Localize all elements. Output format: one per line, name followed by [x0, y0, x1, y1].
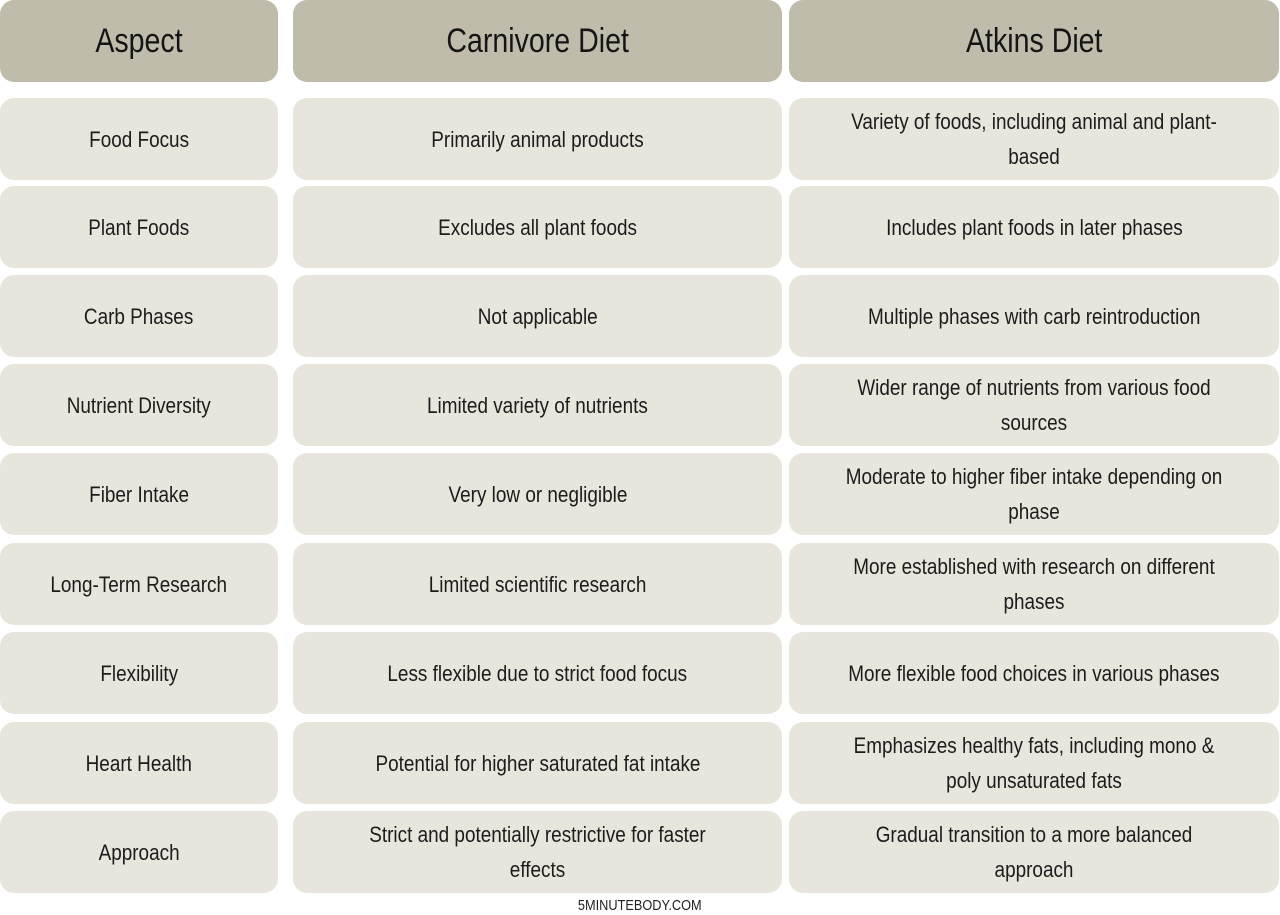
- cell-carnivore: Limited scientific research: [293, 543, 782, 625]
- cell-atkins: Moderate to higher fiber intake dependin…: [789, 453, 1279, 535]
- header-cell-carnivore: Carnivore Diet: [293, 0, 782, 82]
- cell-aspect: Plant Foods: [0, 186, 278, 268]
- cell-aspect: Long-Term Research: [0, 543, 278, 625]
- cell-text: Includes plant foods in later phases: [885, 214, 1183, 240]
- cell-text: Carb Phases: [84, 303, 194, 329]
- cell-text: Potential for higher saturated fat intak…: [375, 750, 700, 776]
- cell-atkins: Gradual transition to a more balanced ap…: [789, 811, 1279, 893]
- cell-aspect: Heart Health: [0, 722, 278, 804]
- cell-carnivore: Excludes all plant foods: [293, 186, 782, 268]
- cell-text: Limited scientific research: [428, 571, 647, 597]
- cell-aspect: Fiber Intake: [0, 453, 278, 535]
- cell-atkins: Multiple phases with carb reintroduction: [789, 275, 1279, 357]
- cell-text: Gradual transition to a more balanced ap…: [875, 822, 1193, 882]
- cell-text: Moderate to higher fiber intake dependin…: [845, 464, 1223, 524]
- header-cell-atkins: Atkins Diet: [789, 0, 1279, 82]
- cell-text: Fiber Intake: [89, 481, 189, 507]
- cell-carnivore: Potential for higher saturated fat intak…: [293, 722, 782, 804]
- cell-aspect: Nutrient Diversity: [0, 364, 278, 446]
- cell-text: Multiple phases with carb reintroduction: [867, 303, 1201, 329]
- cell-text: Emphasizes healthy fats, including mono …: [853, 733, 1215, 793]
- cell-text: Less flexible due to strict food focus: [387, 660, 688, 686]
- cell-text: Primarily animal products: [431, 126, 644, 152]
- cell-aspect: Approach: [0, 811, 278, 893]
- cell-carnivore: Very low or negligible: [293, 453, 782, 535]
- cell-text: Strict and potentially restrictive for f…: [369, 822, 706, 882]
- cell-text: Excludes all plant foods: [438, 214, 637, 240]
- header-label-carnivore: Carnivore Diet: [446, 22, 629, 60]
- cell-text: Variety of foods, including animal and p…: [851, 109, 1217, 169]
- site-footer: 5MINUTEBODY.COM: [0, 897, 1280, 914]
- header-cell-aspect: Aspect: [0, 0, 278, 82]
- cell-text: Wider range of nutrients from various fo…: [857, 375, 1211, 435]
- cell-text: More flexible food choices in various ph…: [848, 660, 1220, 686]
- cell-atkins: Variety of foods, including animal and p…: [789, 98, 1279, 180]
- cell-carnivore: Strict and potentially restrictive for f…: [293, 811, 782, 893]
- cell-aspect: Carb Phases: [0, 275, 278, 357]
- cell-carnivore: Limited variety of nutrients: [293, 364, 782, 446]
- cell-aspect: Flexibility: [0, 632, 278, 714]
- header-label-aspect: Aspect: [95, 22, 183, 60]
- cell-text: Very low or negligible: [448, 481, 627, 507]
- cell-carnivore: Not applicable: [293, 275, 782, 357]
- cell-aspect: Food Focus: [0, 98, 278, 180]
- cell-atkins: More flexible food choices in various ph…: [789, 632, 1279, 714]
- cell-text: Plant Foods: [88, 214, 190, 240]
- cell-atkins: Emphasizes healthy fats, including mono …: [789, 722, 1279, 804]
- cell-text: Approach: [98, 839, 180, 865]
- cell-carnivore: Less flexible due to strict food focus: [293, 632, 782, 714]
- cell-text: Heart Health: [85, 750, 193, 776]
- cell-text: Limited variety of nutrients: [427, 392, 648, 418]
- cell-text: More established with research on differ…: [853, 554, 1215, 614]
- cell-text: Food Focus: [89, 126, 189, 152]
- cell-carnivore: Primarily animal products: [293, 98, 782, 180]
- cell-atkins: More established with research on differ…: [789, 543, 1279, 625]
- cell-atkins: Includes plant foods in later phases: [789, 186, 1279, 268]
- cell-text: Flexibility: [100, 660, 178, 686]
- cell-text: Nutrient Diversity: [66, 392, 212, 418]
- cell-atkins: Wider range of nutrients from various fo…: [789, 364, 1279, 446]
- cell-text: Long-Term Research: [50, 571, 228, 597]
- header-label-atkins: Atkins Diet: [965, 22, 1103, 60]
- cell-text: Not applicable: [477, 303, 598, 329]
- site-name: 5MINUTEBODY.COM: [578, 897, 702, 914]
